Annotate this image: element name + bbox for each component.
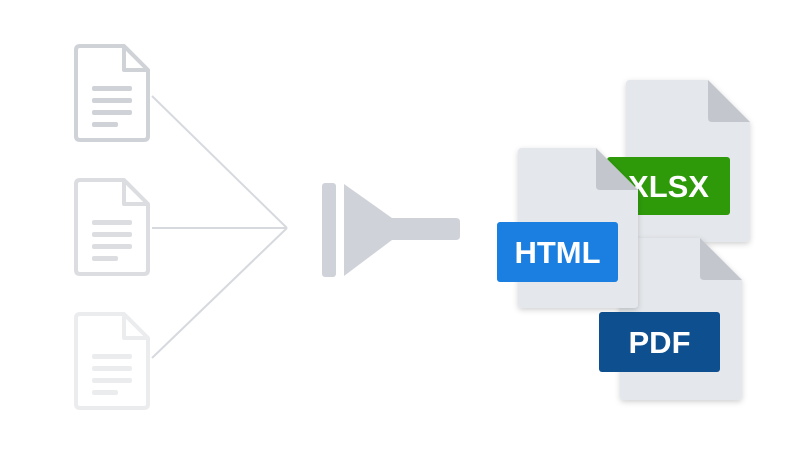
- input-document-2: [74, 178, 150, 276]
- document-icon: [74, 178, 150, 276]
- document-icon: [74, 312, 150, 410]
- input-document-3: [74, 312, 150, 410]
- funnel-body: [344, 184, 460, 276]
- pdf-badge: [599, 312, 720, 372]
- document-icon: [74, 44, 150, 142]
- xlsx-label: XLSX: [628, 169, 709, 204]
- input-document-1: [74, 44, 150, 142]
- html-badge: [497, 222, 618, 282]
- connector-lines: [151, 95, 288, 359]
- connector-line-1: [151, 95, 288, 229]
- funnel-bar: [322, 183, 336, 277]
- funnel-icon: [322, 183, 460, 277]
- connector-line-3: [151, 227, 288, 359]
- pdf-label: PDF: [629, 325, 691, 360]
- html-label: HTML: [514, 235, 600, 270]
- output-file-html: HTML: [497, 148, 638, 308]
- output-file-pdf: PDF: [599, 238, 742, 400]
